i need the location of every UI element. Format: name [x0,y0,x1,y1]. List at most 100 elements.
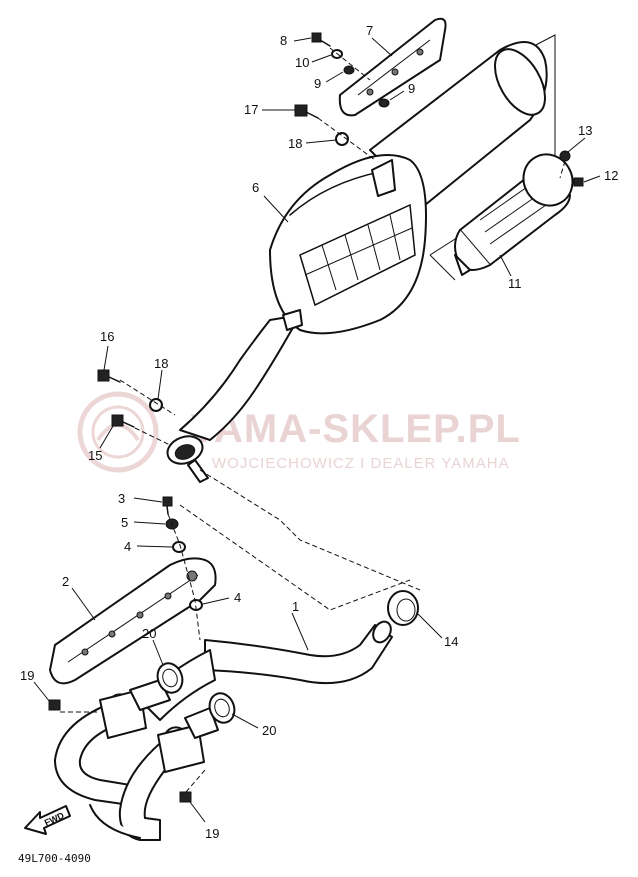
muffler-assembly [166,34,556,483]
drawing-code: 49L700-4090 [18,852,91,865]
header-flange-plate-right [157,724,205,773]
callout-9b: 9 [408,81,415,96]
tail-pipe-tip [454,254,471,276]
leader-4b [202,597,230,605]
fwd-arrow: FWD [24,805,71,835]
watermark-main-text: YAMA-SKLEP.PL [190,407,521,451]
leader-15 [99,425,114,449]
callout-18b: 18 [154,356,168,371]
leader-4a [136,545,173,548]
bolt-15-head [111,414,124,427]
leader-18a [305,139,337,144]
nut-13 [559,150,571,162]
dash-line-nut-19-right [185,769,206,793]
callout-19b: 19 [205,826,219,841]
callout-19a: 19 [20,668,34,683]
callout-3: 3 [118,491,125,506]
leader-18b [157,369,163,400]
callout-15: 15 [88,448,102,463]
muffler-end-cap [494,48,546,116]
gasket-14-inner [396,598,416,622]
bolt-15-shank [122,421,135,428]
callout-16: 16 [100,329,114,344]
nut-19-left [48,699,61,711]
bolt-17-shank [305,111,319,119]
leader-3 [133,497,163,503]
callout-6: 6 [252,180,259,195]
dash-line-bolt-16 [119,379,176,416]
gasket-20-upper-inner [162,668,178,688]
protector-upper-hole-1 [366,88,374,96]
callout-20b: 20 [262,723,276,738]
callout-18a: 18 [288,136,302,151]
washer-18-lower [149,398,163,412]
leader-16 [103,345,109,371]
muffler-box-edge [429,254,456,281]
gasket-20-upper [156,662,184,694]
protector-lower-plate [49,557,217,685]
leader-5 [133,521,166,525]
dash-line-bolt-15 [134,427,171,446]
protector-lower-hole-1 [81,648,89,656]
leader-19b [189,801,206,823]
leader-2 [71,587,96,621]
fwd-arrow-icon [24,805,71,835]
dash-line-center [179,504,411,611]
part-callouts: 1 2 3 4 4 5 6 7 8 9 9 10 11 12 13 14 15 … [20,23,618,841]
callout-10: 10 [295,55,309,70]
callout-14: 14 [444,634,458,649]
callout-9a: 9 [314,76,321,91]
callout-7: 7 [366,23,373,38]
dash-line-protector-mount [167,513,201,641]
screw-3-head [162,496,173,507]
leader-lines [33,37,601,823]
bolt-16-head [97,369,110,382]
protector-upper-hole-2 [391,68,399,76]
exhaust-pipe-end [372,620,392,644]
bolt-16-shank [108,376,121,383]
header-pipe-stub-left [129,679,171,711]
leader-19a [33,681,51,703]
leader-14 [417,613,443,639]
washer-4-upper [172,541,186,553]
leader-8 [293,37,312,42]
tail-pipe-flange [522,153,574,207]
header-cross-pipe [89,804,141,839]
callout-20a: 20 [142,626,156,641]
leader-1 [291,612,309,651]
muffler-inlet-pipe [179,314,301,441]
fasteners [48,32,584,803]
protector-lower-rib [67,574,199,663]
bolt-12-head [573,177,584,187]
watermark-sub-text: WOJCIECHOWICZ I DEALER YAMAHA [212,455,510,472]
muffler-grid-bars [321,214,401,291]
leader-20a [152,639,164,666]
callout-8: 8 [280,33,287,48]
dash-line-bolt-17 [317,117,376,161]
callout-11: 11 [508,276,522,291]
inlet-clamp-tab [187,459,209,483]
bolt-8-head [311,32,322,43]
bolt-8-shank [319,39,331,47]
callout-13: 13 [578,123,592,138]
exhaust-pipe-upper [204,624,393,685]
leader-10 [311,54,332,63]
callout-1: 1 [292,599,299,614]
inlet-pipe-bracket [282,309,303,331]
header-pipe-stub-right [184,707,219,739]
callout-4b: 4 [234,590,241,605]
callout-12: 12 [604,168,618,183]
muffler-grid-rib [304,227,413,276]
protector-upper-hole-3 [416,48,424,56]
nut-9-upper [343,65,355,75]
dash-line-bolt-8 [329,47,371,81]
inlet-clamp-hole [174,444,196,460]
watermark: YAMA-SKLEP.PL WOJCIECHOWICZ I DEALER YAM… [77,391,521,473]
dash-line-nut-13 [559,160,566,179]
tail-pipe [454,153,574,276]
bolt-17-head [294,104,308,117]
screw-3-shank [166,505,169,515]
leader-11 [499,254,512,277]
assembly-lines [60,47,566,793]
